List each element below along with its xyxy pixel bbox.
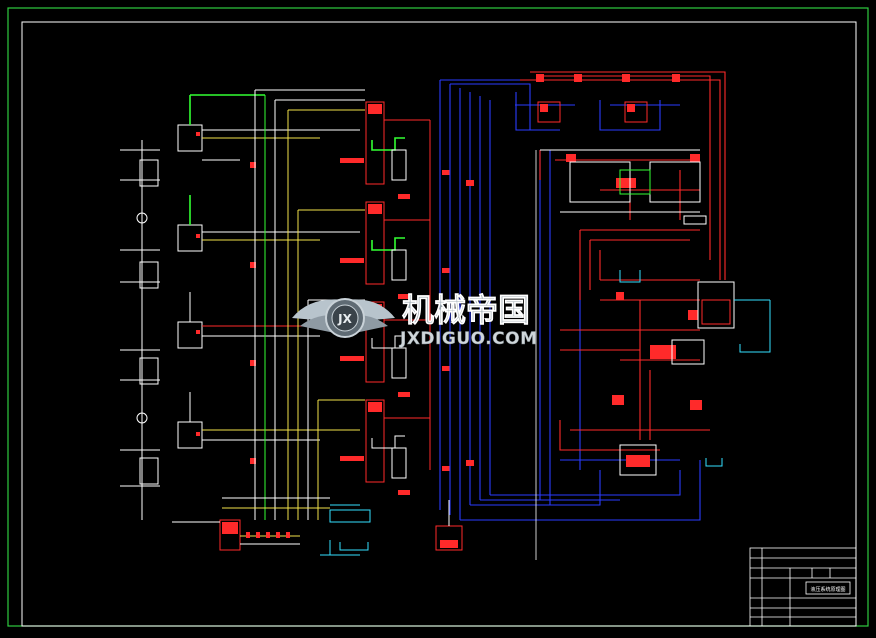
- left-valve-column: [120, 94, 360, 520]
- pump-icon: [136, 212, 148, 224]
- valve-stack-4: [120, 392, 360, 487]
- valve-stack-1: [120, 94, 360, 187]
- right-components: [339, 74, 771, 560]
- cylinder-icon: [365, 101, 385, 185]
- drawing-title: 液压系统原理图: [810, 586, 845, 593]
- valve-stack-2: [120, 195, 360, 289]
- centre-cylinders: [320, 101, 450, 556]
- pressure-lines: [520, 71, 726, 451]
- cylinder-icon: [365, 201, 385, 285]
- watermark-en: JXDIGUO.COM: [399, 329, 538, 349]
- valve-icon: [537, 101, 561, 123]
- tank-icon: [339, 270, 771, 551]
- control-box: [172, 519, 300, 551]
- title-block: [749, 547, 857, 627]
- watermark: JX 机械帝国 JXDIGUO.COM: [292, 291, 538, 349]
- signal-bus: [222, 89, 365, 520]
- wing-gear-logo: [292, 298, 395, 338]
- watermark-cn: 机械帝国: [402, 291, 530, 329]
- valve-icon: [624, 101, 648, 123]
- logo-badge-text: JX: [337, 312, 352, 326]
- tank-icon: [435, 525, 463, 551]
- tank-icon: [697, 281, 735, 329]
- drawing-frame: [7, 7, 869, 627]
- return-bus: [439, 79, 701, 521]
- cylinder-icon: [365, 399, 385, 483]
- pump-icon: [136, 412, 148, 424]
